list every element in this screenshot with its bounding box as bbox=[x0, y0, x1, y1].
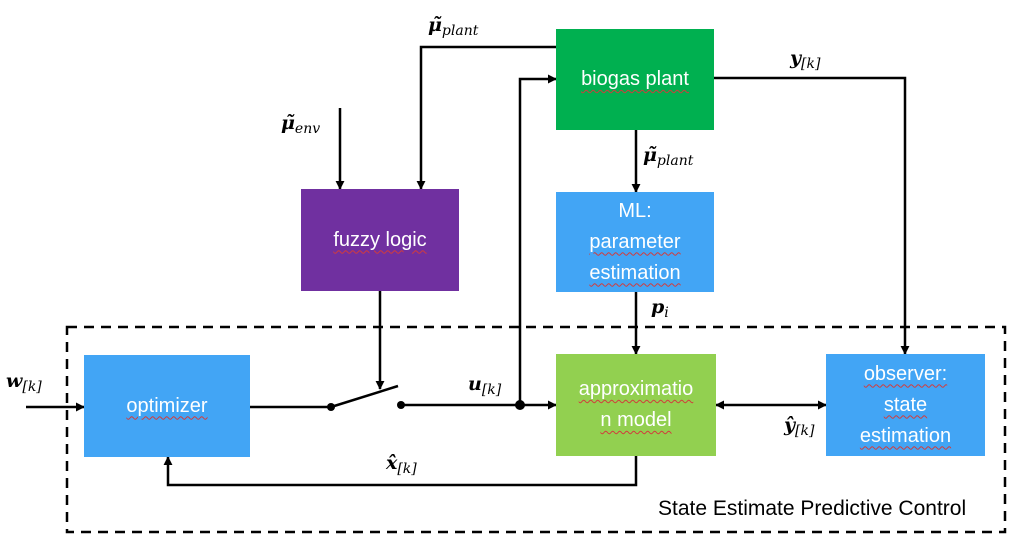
u-junction-dot bbox=[515, 400, 525, 410]
fuzzy-logic-label: fuzzy logic bbox=[333, 228, 427, 251]
approximation-model-block: approximatio n model bbox=[556, 354, 716, 456]
sepc-region-border bbox=[65, 325, 1007, 534]
mu-env-label: μ̃env bbox=[281, 112, 321, 137]
observer-state-estimation-block: observer: state estimation bbox=[826, 354, 985, 456]
ml-parameter-estimation-block: ML: parameter estimation bbox=[556, 192, 714, 292]
approx-label-line-1: approximatio bbox=[578, 378, 694, 400]
mu-plant-top-label: μ̃plant bbox=[428, 14, 479, 39]
y-k-label: y[k] bbox=[790, 47, 821, 72]
u-k-label: u[k] bbox=[468, 373, 502, 398]
sepc-region-label: State Estimate Predictive Control bbox=[658, 497, 967, 520]
switch-blade bbox=[330, 384, 399, 409]
fuzzy-logic-block: fuzzy logic bbox=[301, 189, 459, 291]
x-hat-feedback-arrow bbox=[163, 456, 638, 487]
switch-contact-left bbox=[327, 403, 335, 411]
y-to-observer-arrow bbox=[714, 76, 910, 355]
approx-label-line-2: n model bbox=[600, 409, 672, 431]
ml-label-line-3: estimation bbox=[589, 261, 681, 284]
p-i-label: pi bbox=[651, 296, 669, 321]
biogas-plant-block: biogas plant bbox=[556, 29, 714, 130]
optimizer-label: optimizer bbox=[126, 394, 208, 417]
observer-label-line-1: observer: bbox=[863, 362, 948, 385]
optimizer-block: optimizer bbox=[84, 355, 250, 457]
mu-plant-to-fuzzy-arrow bbox=[416, 45, 556, 190]
y-hat-k-label: ŷ[k] bbox=[784, 414, 815, 439]
observer-label-line-2: state bbox=[883, 393, 928, 416]
switch-contact-right bbox=[397, 401, 405, 409]
observer-label-line-3: estimation bbox=[859, 424, 952, 447]
biogas-plant-label: biogas plant bbox=[581, 68, 689, 90]
ml-label-line-1: ML: bbox=[618, 199, 652, 222]
u-to-plant-arrow bbox=[518, 74, 557, 405]
x-hat-k-label: x̂[k] bbox=[386, 452, 417, 477]
mu-plant-ml-label: μ̃plant bbox=[643, 144, 694, 169]
w-k-label: w[k] bbox=[6, 370, 42, 395]
ml-label-line-2: parameter bbox=[589, 230, 681, 253]
